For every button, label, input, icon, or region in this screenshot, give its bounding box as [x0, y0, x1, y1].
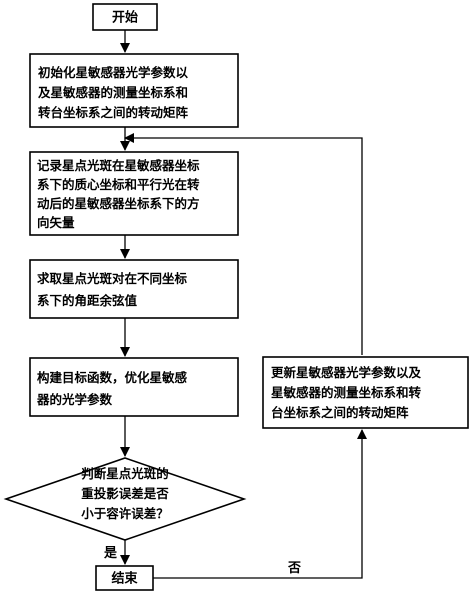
cosine-label-line-1: 求取星点光斑对在不同坐标: [37, 271, 188, 286]
init-label-line-2: 及星敏感器的测量坐标系和: [38, 85, 188, 100]
edge-end-to-update: [153, 429, 367, 579]
record-box: [29, 151, 239, 236]
objective-label-line-2: 器的光学参数: [36, 392, 113, 407]
start-box: [92, 3, 158, 31]
decision-label-line-1: 判断星点光斑的: [81, 466, 169, 481]
decision-label-line-2: 重投影误差是否: [81, 486, 169, 501]
update-label-line-1: 更新星敏感器光学参数以及: [271, 365, 422, 380]
record-label-line-3: 动后的星敏感器坐标系下的方: [37, 196, 200, 211]
init-label-line-3: 转台坐标系之间的转动矩阵: [38, 105, 189, 120]
decision-label-line-3: 小于容许误差？: [80, 506, 169, 521]
objective-label-line-1: 构建目标函数，优化星敏感: [37, 370, 188, 385]
record-label-line-4: 向矢量: [37, 215, 75, 230]
objective-box: [29, 357, 239, 417]
decision-diamond: [3, 457, 247, 541]
edge-update-to-loop: [124, 133, 363, 355]
update-label-line-3: 台坐标系之间的转动矩阵: [271, 405, 409, 420]
cosine-label-line-2: 系下的角距余弦值: [37, 293, 138, 308]
edge-label-no: 否: [287, 561, 301, 576]
end-box: [95, 565, 154, 591]
cosine-box: [29, 259, 239, 319]
record-label-line-2: 系下的质心坐标和平行光在转: [37, 177, 200, 192]
end-label: 结束: [111, 571, 138, 587]
update-box: [262, 356, 469, 429]
edge-label-yes: 是: [103, 546, 118, 561]
init-box: [29, 53, 239, 128]
start-label: 开始: [112, 10, 138, 26]
update-label-line-2: 星敏感器的测量坐标系和转: [271, 385, 422, 400]
init-label-line-1: 初始化星敏感器光学参数以: [38, 65, 189, 80]
record-label-line-1: 记录星点光斑在星敏感器坐标: [37, 158, 200, 173]
